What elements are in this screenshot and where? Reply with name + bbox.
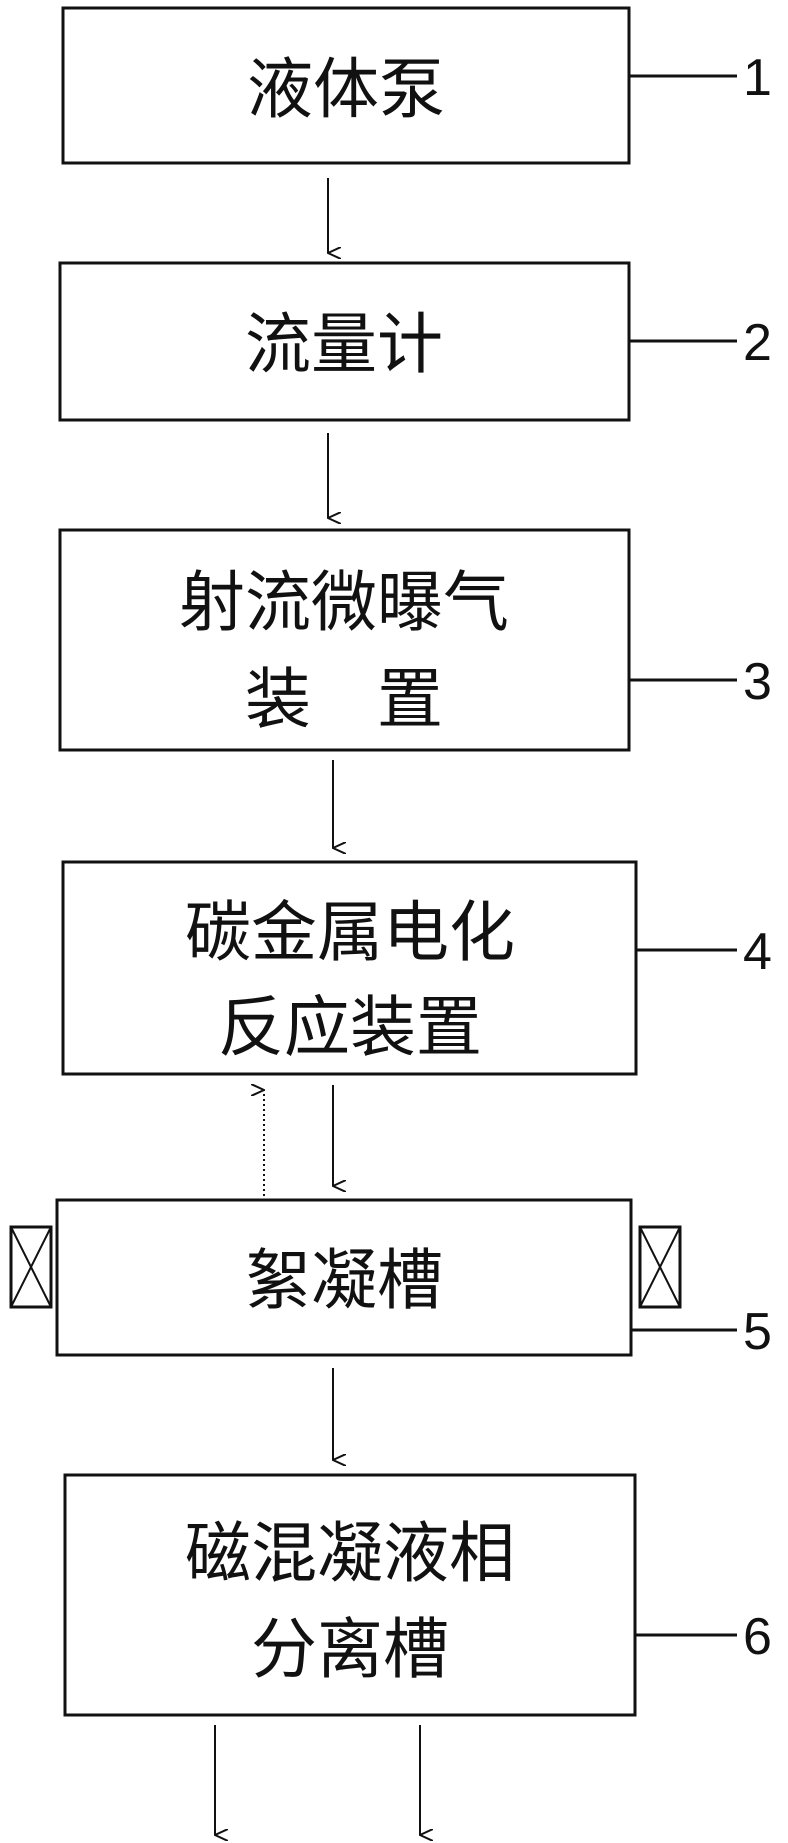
- box-jet-micro-aeration: 射流微曝气 装 置 3: [58, 528, 772, 752]
- box-4-line-1: 碳金属电化: [185, 894, 515, 971]
- label-number-6: 6: [743, 1608, 772, 1666]
- box-3-line-2: 装 置: [245, 661, 443, 738]
- box-flowmeter: 流量计 2: [58, 261, 772, 422]
- label-number-4: 4: [743, 923, 772, 981]
- label-number-5: 5: [743, 1303, 772, 1361]
- box-1-line-1: 液体泵: [247, 51, 445, 128]
- box-3-line-1: 射流微曝气: [179, 564, 509, 641]
- label-number-3: 3: [743, 653, 772, 711]
- crossed-box-icon-left: [9, 1225, 53, 1309]
- box-2-line-1: 流量计: [245, 306, 443, 383]
- box-flocculation-tank: 絮凝槽 5: [55, 1198, 772, 1361]
- box-magnetic-coagulation-separation: 磁混凝液相 分离槽 6: [63, 1473, 772, 1717]
- box-6-line-1: 磁混凝液相: [185, 1515, 515, 1592]
- crossed-box-icon-right: [638, 1225, 682, 1309]
- box-liquid-pump: 液体泵 1: [61, 6, 772, 165]
- label-number-2: 2: [743, 314, 772, 372]
- box-4-line-2: 反应装置: [218, 989, 482, 1066]
- box-carbon-metal-electrochemical: 碳金属电化 反应装置 4: [61, 860, 772, 1076]
- label-number-1: 1: [743, 49, 772, 107]
- box-5-line-1: 絮凝槽: [245, 1242, 443, 1319]
- box-6-line-2: 分离槽: [251, 1611, 449, 1688]
